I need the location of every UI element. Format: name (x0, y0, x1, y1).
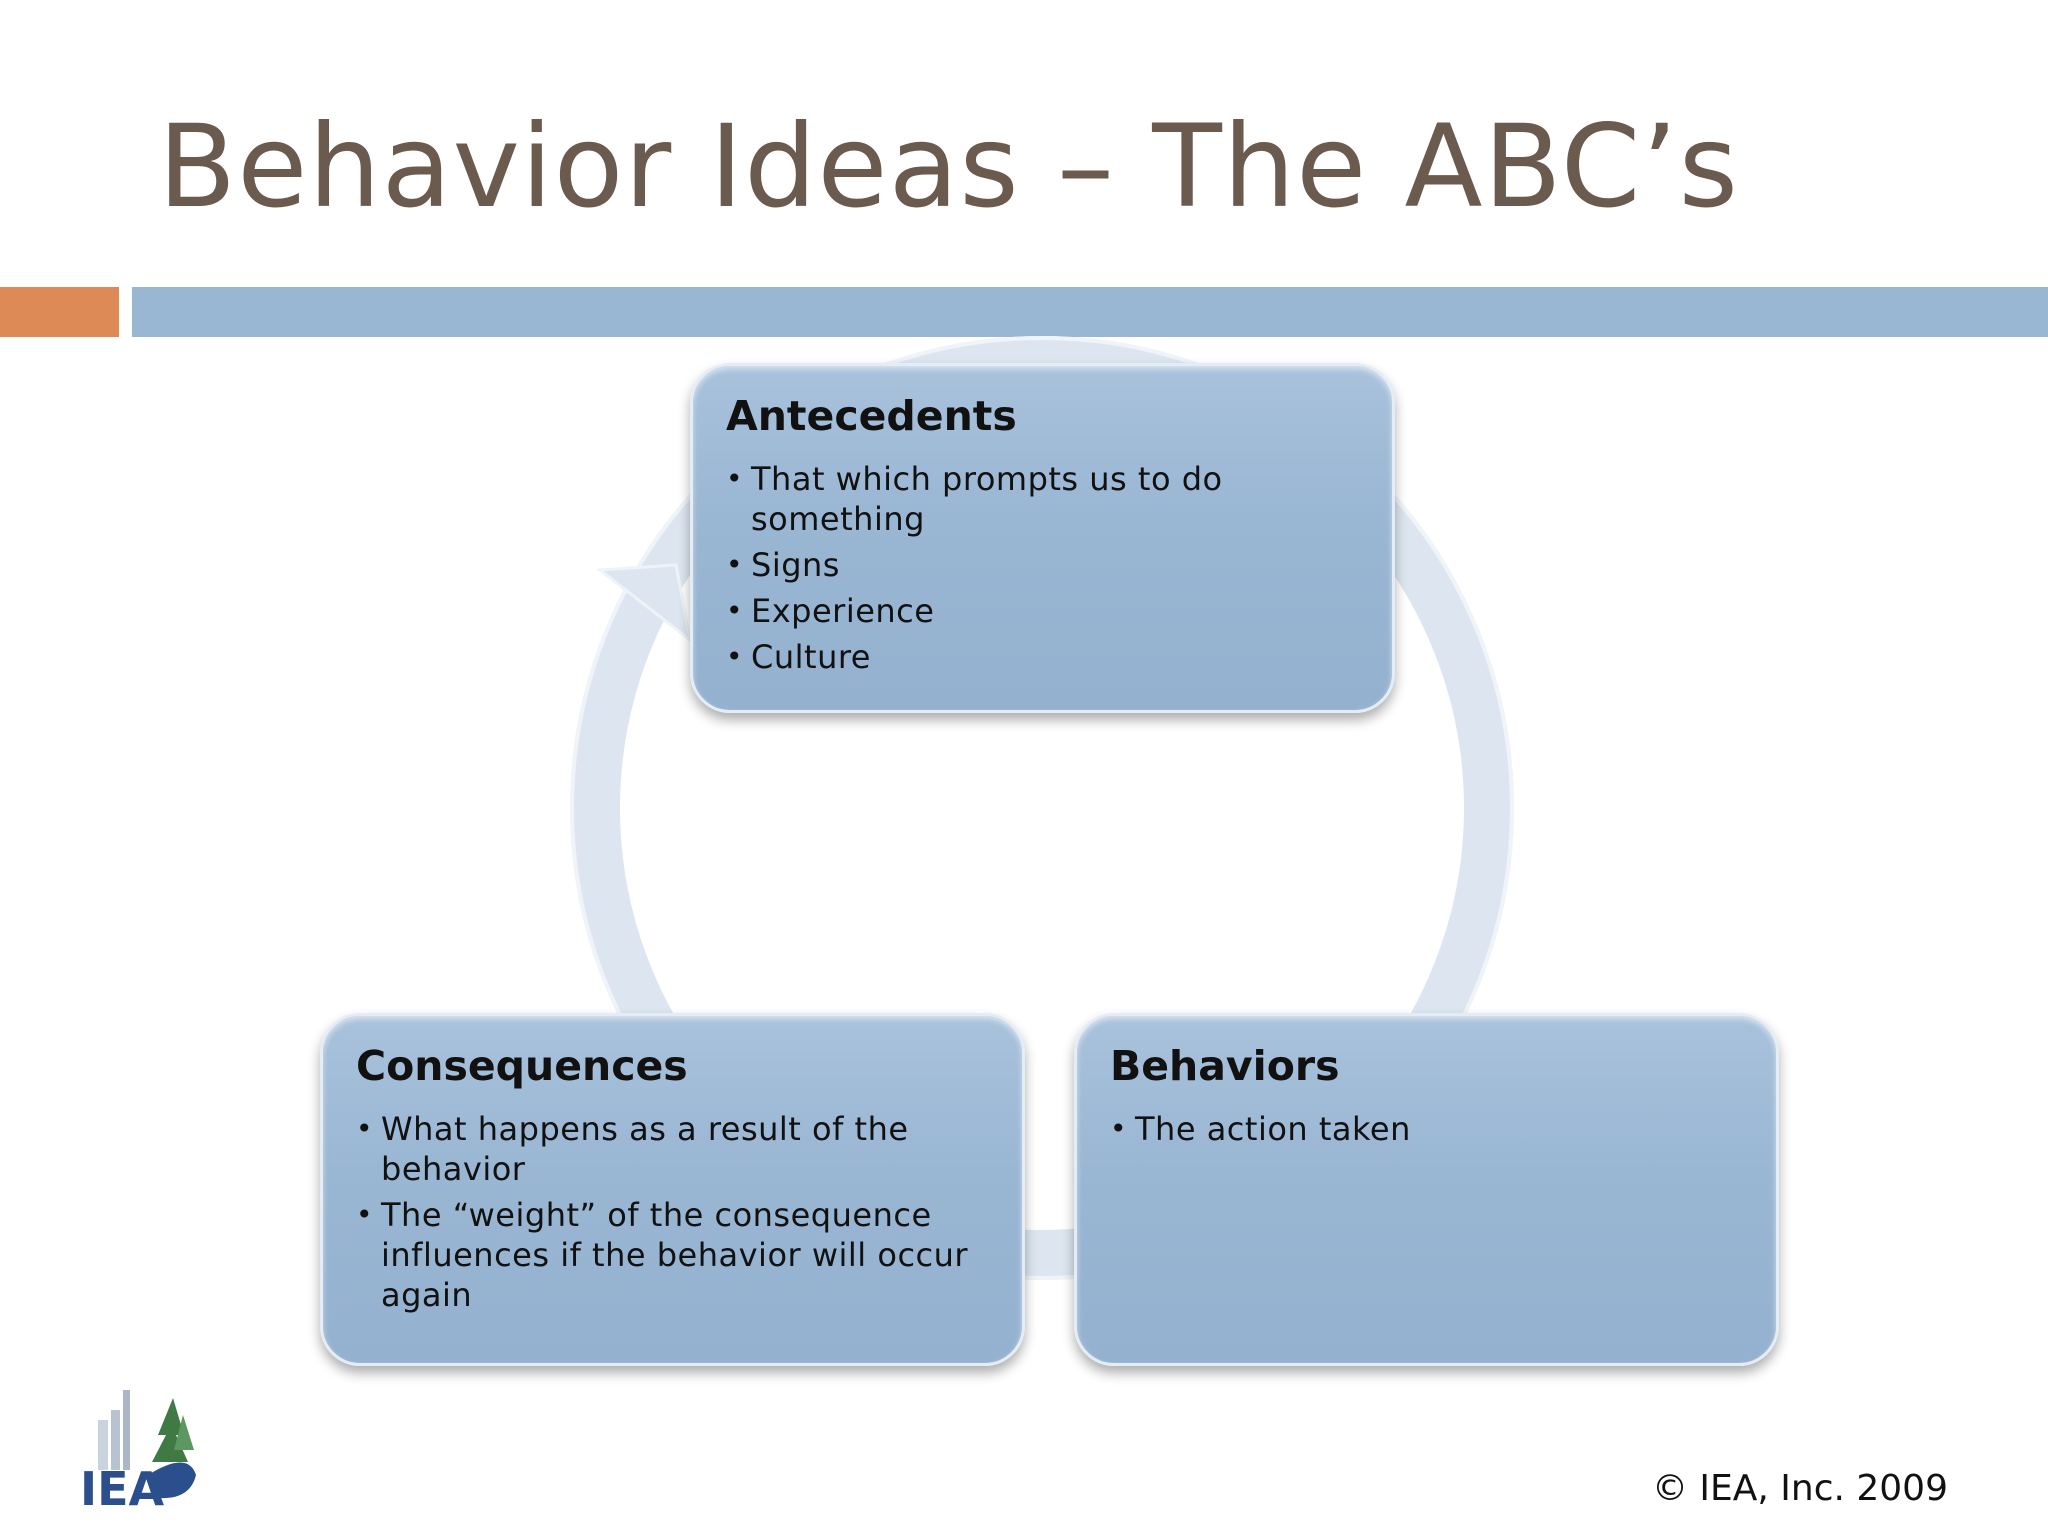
list-item: Signs (726, 545, 1362, 585)
behaviors-box: Behaviors The action taken (1074, 1013, 1779, 1366)
behaviors-list: The action taken (1110, 1109, 1746, 1149)
list-item: The action taken (1110, 1109, 1746, 1149)
cycle-arrowhead (595, 563, 693, 644)
title-rule-orange (0, 287, 119, 337)
antecedents-list: That which prompts us to do something Si… (726, 459, 1362, 677)
antecedents-heading: Antecedents (726, 392, 1017, 440)
iea-logo: IEA (80, 1390, 196, 1510)
list-item: Experience (726, 591, 1362, 631)
svg-text:IEA: IEA (80, 1462, 165, 1510)
cycle-ring (570, 336, 1514, 1280)
list-item: What happens as a result of the behavior (356, 1109, 992, 1189)
title-rule-blue (132, 287, 2048, 337)
behaviors-heading: Behaviors (1110, 1042, 1340, 1090)
cycle-ring-highlight (570, 336, 1514, 1280)
list-item: That which prompts us to do something (726, 459, 1362, 539)
consequences-list: What happens as a result of the behavior… (356, 1109, 992, 1315)
consequences-heading: Consequences (356, 1042, 688, 1090)
slide-title: Behavior Ideas – The ABC’s (158, 100, 1739, 233)
list-item: Culture (726, 637, 1362, 677)
consequences-box: Consequences What happens as a result of… (320, 1013, 1025, 1366)
copyright-text: © IEA, Inc. 2009 (1651, 1468, 1948, 1509)
antecedents-box: Antecedents That which prompts us to do … (690, 363, 1395, 713)
list-item: The “weight” of the consequence influenc… (356, 1195, 992, 1315)
